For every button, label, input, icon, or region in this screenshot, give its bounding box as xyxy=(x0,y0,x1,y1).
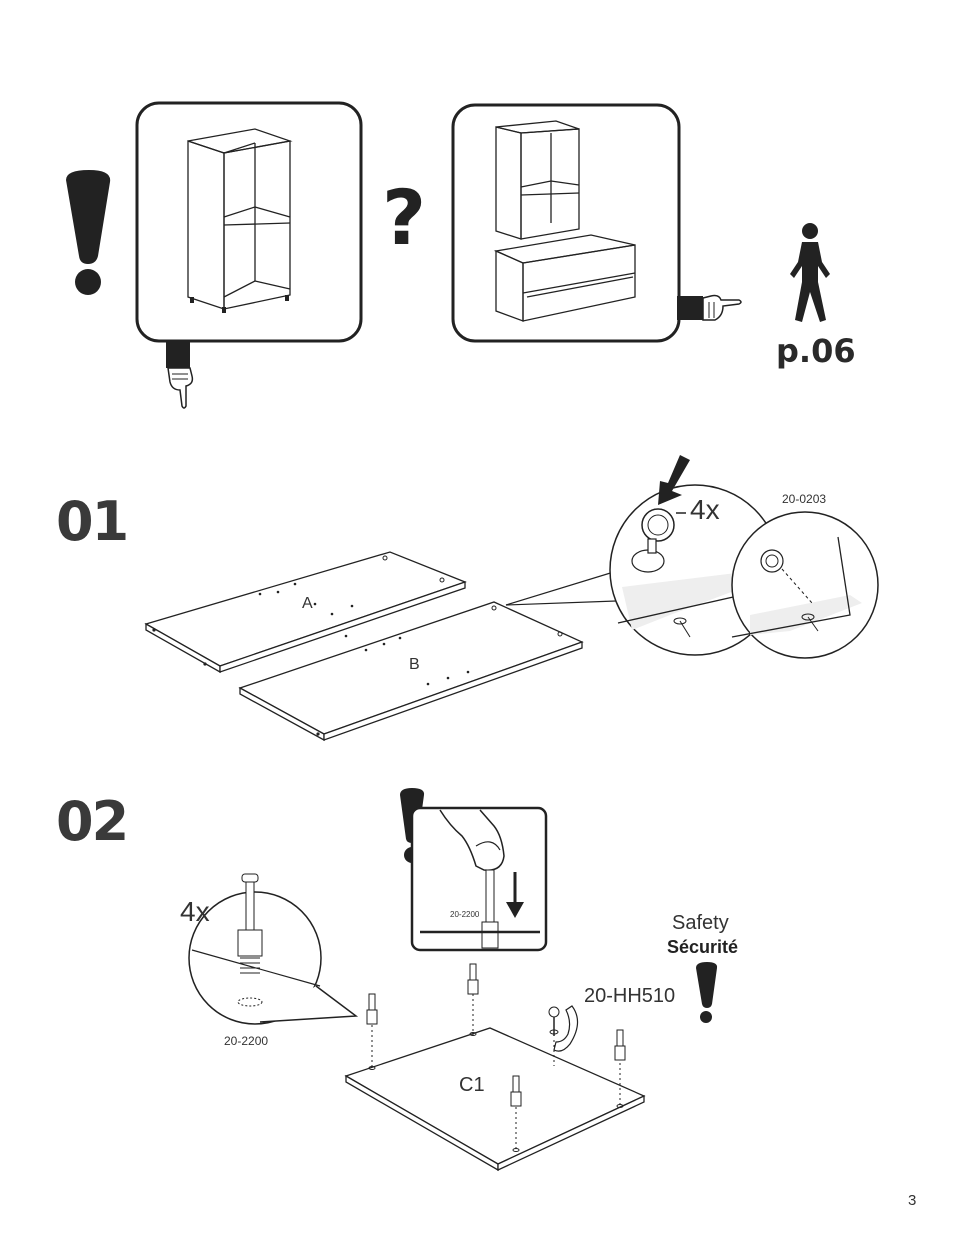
safety-label-en: Safety xyxy=(672,912,729,934)
dowel-zoom-detail xyxy=(188,873,359,1025)
press-install-inset xyxy=(410,806,548,952)
page-number: 3 xyxy=(908,1192,917,1209)
safety-exclamation-icon xyxy=(696,962,718,1023)
warning-exclamation-icon xyxy=(66,170,111,295)
page-reference: p.06 xyxy=(776,332,856,370)
panel-a-drawing xyxy=(144,551,467,674)
pointing-hand-down-icon xyxy=(166,342,194,409)
bracket-part-code: 20-HH510 xyxy=(584,985,676,1007)
shelf-unit-illustration xyxy=(135,101,363,343)
inset-part-code: 20-2200 xyxy=(450,910,480,919)
pointing-hand-right-icon xyxy=(677,294,742,321)
panel-b-label: B xyxy=(409,656,420,673)
panel-b-drawing xyxy=(238,601,584,742)
walking-person-icon xyxy=(790,223,830,322)
panel-c1-label: C1 xyxy=(459,1074,485,1096)
question-mark: ? xyxy=(382,173,427,262)
step-01-number: 01 xyxy=(56,490,129,553)
step-01-quantity: 4x xyxy=(690,494,720,525)
safety-label-fr: Sécurité xyxy=(667,937,739,957)
shelf-on-drawer-unit-illustration xyxy=(451,103,681,343)
step-02-zoom-part-code: 20-2200 xyxy=(224,1034,269,1048)
step-01-part-code: 20-0203 xyxy=(782,492,827,506)
panel-a-label: A xyxy=(302,595,313,612)
step-02-number: 02 xyxy=(56,790,129,853)
cam-lock-zoom-detail xyxy=(505,455,879,659)
panel-c1-drawing xyxy=(344,963,646,1172)
step-02-quantity: 4x xyxy=(180,896,210,927)
